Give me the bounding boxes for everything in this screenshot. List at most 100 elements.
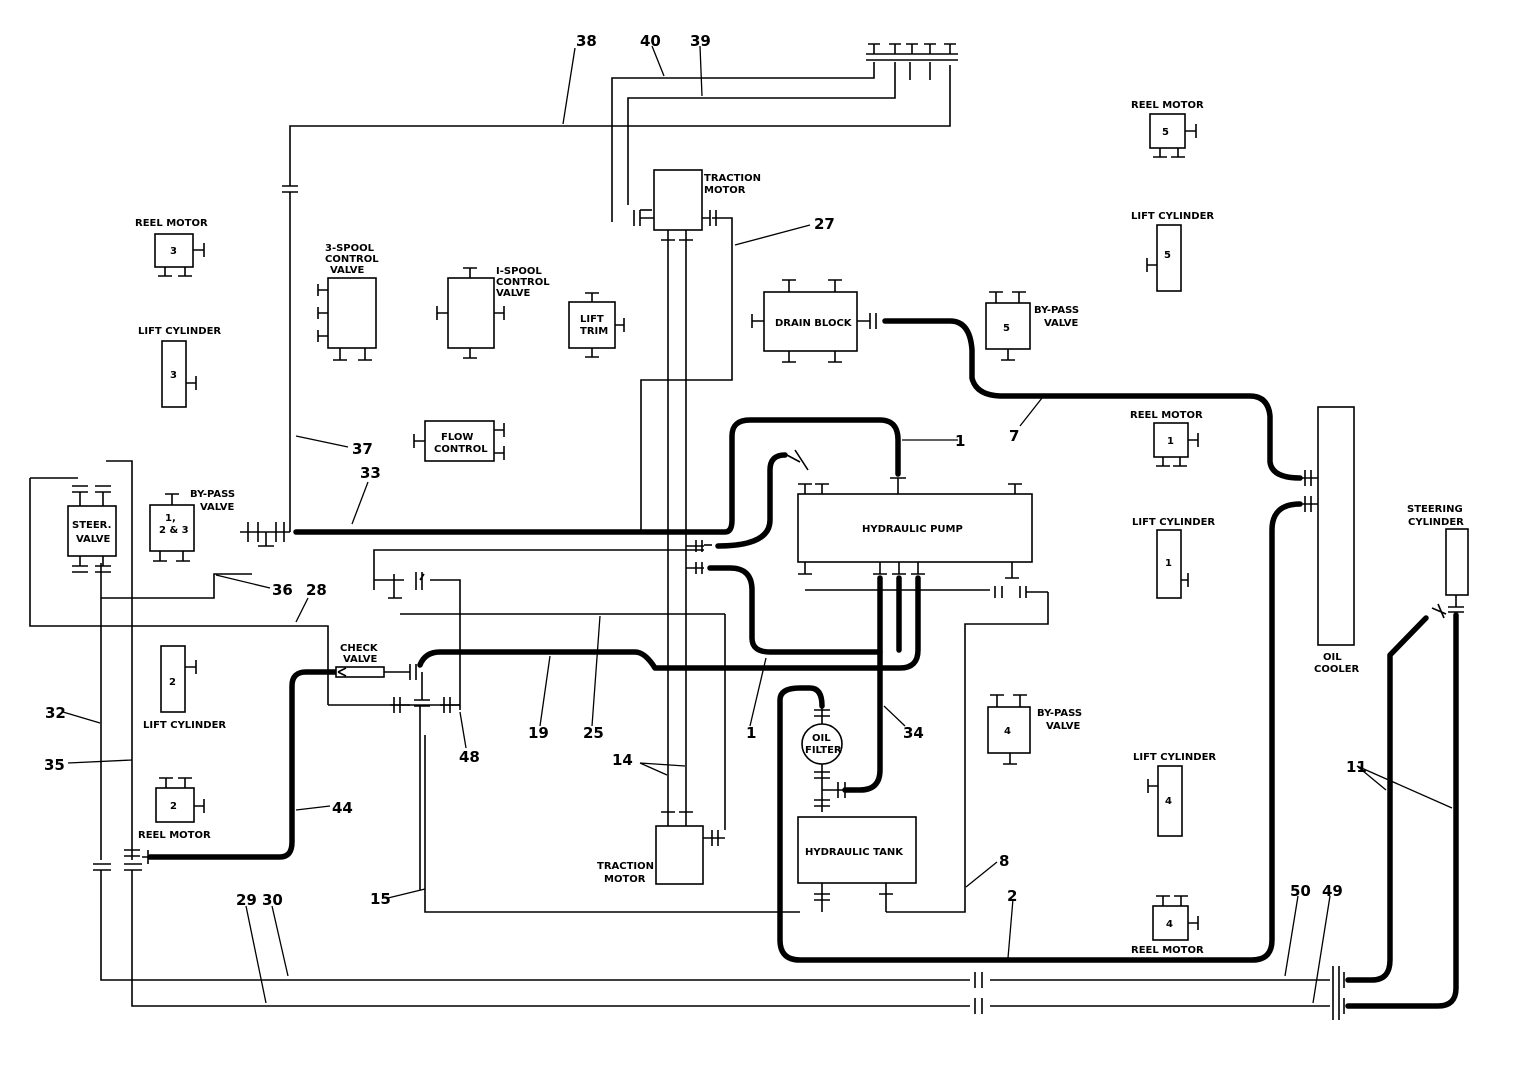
callout-1a: 1 [955, 432, 965, 450]
svg-text:OIL: OIL [1323, 652, 1342, 663]
callout-30: 30 [262, 891, 283, 909]
svg-text:CONTROL: CONTROL [325, 254, 379, 265]
steering-cylinder: STEERING CYLINDER [1407, 504, 1469, 619]
svg-text:5: 5 [1003, 323, 1010, 334]
coupling-33 [240, 522, 290, 547]
svg-text:LIFT CYLINDER: LIFT CYLINDER [143, 720, 226, 731]
callout-11: 11 [1346, 758, 1367, 776]
drain-block: DRAIN BLOCK [751, 279, 877, 363]
svg-text:CYLINDER: CYLINDER [1408, 517, 1464, 528]
bypass-valve-4: 4 BY-PASS VALVE [987, 694, 1082, 765]
svg-text:CONTROL: CONTROL [434, 444, 488, 455]
reel-motor-5: REEL MOTOR 5 [1131, 100, 1204, 158]
callout-37: 37 [352, 440, 373, 458]
svg-text:HYDRAULIC PUMP: HYDRAULIC PUMP [862, 524, 963, 535]
callout-1b: 1 [746, 724, 756, 742]
svg-text:3-SPOOL: 3-SPOOL [325, 243, 375, 254]
svg-text:REEL MOTOR: REEL MOTOR [1130, 410, 1203, 421]
svg-text:1: 1 [1167, 436, 1174, 447]
svg-text:MOTOR: MOTOR [704, 185, 746, 196]
bypass-valve-5: 5 BY-PASS VALVE [985, 291, 1079, 361]
svg-text:OIL: OIL [812, 733, 831, 744]
callout-49: 49 [1322, 882, 1343, 900]
svg-text:VALVE: VALVE [76, 534, 111, 545]
svg-text:BY-PASS: BY-PASS [1037, 708, 1082, 719]
lift-cylinder-3: LIFT CYLINDER 3 [138, 326, 221, 408]
svg-text:CHECK: CHECK [340, 643, 379, 654]
lift-trim: LIFT TRIM [568, 292, 625, 358]
reel-motor-3: REEL MOTOR 3 [135, 218, 208, 277]
svg-text:FLOW: FLOW [441, 432, 473, 443]
svg-text:BY-PASS: BY-PASS [1034, 305, 1079, 316]
reel-motor-1: REEL MOTOR 1 [1130, 410, 1203, 467]
svg-text:LIFT CYLINDER: LIFT CYLINDER [1132, 517, 1215, 528]
svg-text:LIFT CYLINDER: LIFT CYLINDER [1131, 211, 1214, 222]
callout-36: 36 [272, 581, 293, 599]
callout-7: 7 [1009, 427, 1019, 445]
svg-text:LIFT: LIFT [580, 314, 604, 325]
svg-text:VALVE: VALVE [343, 654, 378, 665]
reel-motor-2: 2 REEL MOTOR [138, 777, 211, 841]
svg-text:LIFT CYLINDER: LIFT CYLINDER [138, 326, 221, 337]
callout-15: 15 [370, 890, 391, 908]
thick-hoses [147, 318, 1459, 1009]
callout-2: 2 [1007, 887, 1017, 905]
svg-text:CONTROL: CONTROL [496, 277, 550, 288]
svg-text:2: 2 [169, 677, 176, 688]
svg-text:4: 4 [1166, 919, 1173, 930]
oil-filter: OIL FILTER [801, 706, 846, 812]
svg-text:REEL MOTOR: REEL MOTOR [1131, 945, 1204, 956]
svg-text:COOLER: COOLER [1314, 664, 1360, 675]
svg-text:1: 1 [1165, 558, 1172, 569]
svg-text:VALVE: VALVE [1046, 721, 1081, 732]
steer-valve: STEER. VALVE [67, 485, 117, 573]
svg-text:TRIM: TRIM [580, 326, 608, 337]
traction-motor-bottom: TRACTION MOTOR [597, 811, 725, 885]
callout-8: 8 [999, 852, 1009, 870]
callout-34: 34 [903, 724, 924, 742]
svg-text:VALVE: VALVE [1044, 318, 1079, 329]
callout-35: 35 [44, 756, 65, 774]
svg-text:3: 3 [170, 370, 177, 381]
callout-numbers: 38 40 39 27 37 33 36 28 1 7 32 35 44 48 … [44, 32, 1367, 909]
svg-text:TRACTION: TRACTION [597, 861, 654, 872]
svg-text:4: 4 [1004, 726, 1011, 737]
traction-motor-top: TRACTION MOTOR [633, 169, 761, 241]
svg-text:5: 5 [1164, 250, 1171, 261]
callout-29: 29 [236, 891, 257, 909]
one-spool-control-valve: I-SPOOL CONTROL VALVE [436, 266, 550, 359]
callout-38: 38 [576, 32, 597, 50]
callout-leaders [62, 45, 1453, 1004]
lift-cylinder-5: LIFT CYLINDER 5 [1131, 211, 1214, 292]
couplings-bottom [686, 540, 1345, 1020]
svg-text:STEER.: STEER. [72, 520, 111, 531]
svg-text:2: 2 [170, 801, 177, 812]
check-valve: CHECK VALVE [335, 643, 430, 707]
svg-text:VALVE: VALVE [496, 288, 531, 299]
svg-text:MOTOR: MOTOR [604, 874, 646, 885]
svg-text:VALVE: VALVE [330, 265, 365, 276]
svg-text:DRAIN BLOCK: DRAIN BLOCK [775, 318, 853, 329]
svg-text:FILTER: FILTER [805, 745, 842, 756]
svg-text:HYDRAULIC TANK: HYDRAULIC TANK [805, 847, 904, 858]
three-spool-control-valve: 3-SPOOL CONTROL VALVE [317, 243, 379, 361]
bulkhead-top [282, 43, 958, 193]
svg-text:REEL MOTOR: REEL MOTOR [138, 830, 211, 841]
oil-cooler: OIL COOLER [1300, 406, 1360, 675]
couplings-left [93, 849, 152, 871]
svg-text:3: 3 [170, 246, 177, 257]
lift-cylinder-4: LIFT CYLINDER 4 [1133, 752, 1216, 837]
svg-text:VALVE: VALVE [200, 502, 235, 513]
callout-19: 19 [528, 724, 549, 742]
reel-motor-4: 4 REEL MOTOR [1131, 895, 1204, 956]
callout-40: 40 [640, 32, 661, 50]
callout-25: 25 [583, 724, 604, 742]
callout-32: 32 [45, 704, 66, 722]
svg-text:1,: 1, [165, 513, 176, 524]
lift-cylinder-1: LIFT CYLINDER 1 [1132, 517, 1215, 599]
flow-control: FLOW CONTROL [413, 420, 505, 462]
svg-text:BY-PASS: BY-PASS [190, 489, 235, 500]
callout-28: 28 [306, 581, 327, 599]
callout-33: 33 [360, 464, 381, 482]
